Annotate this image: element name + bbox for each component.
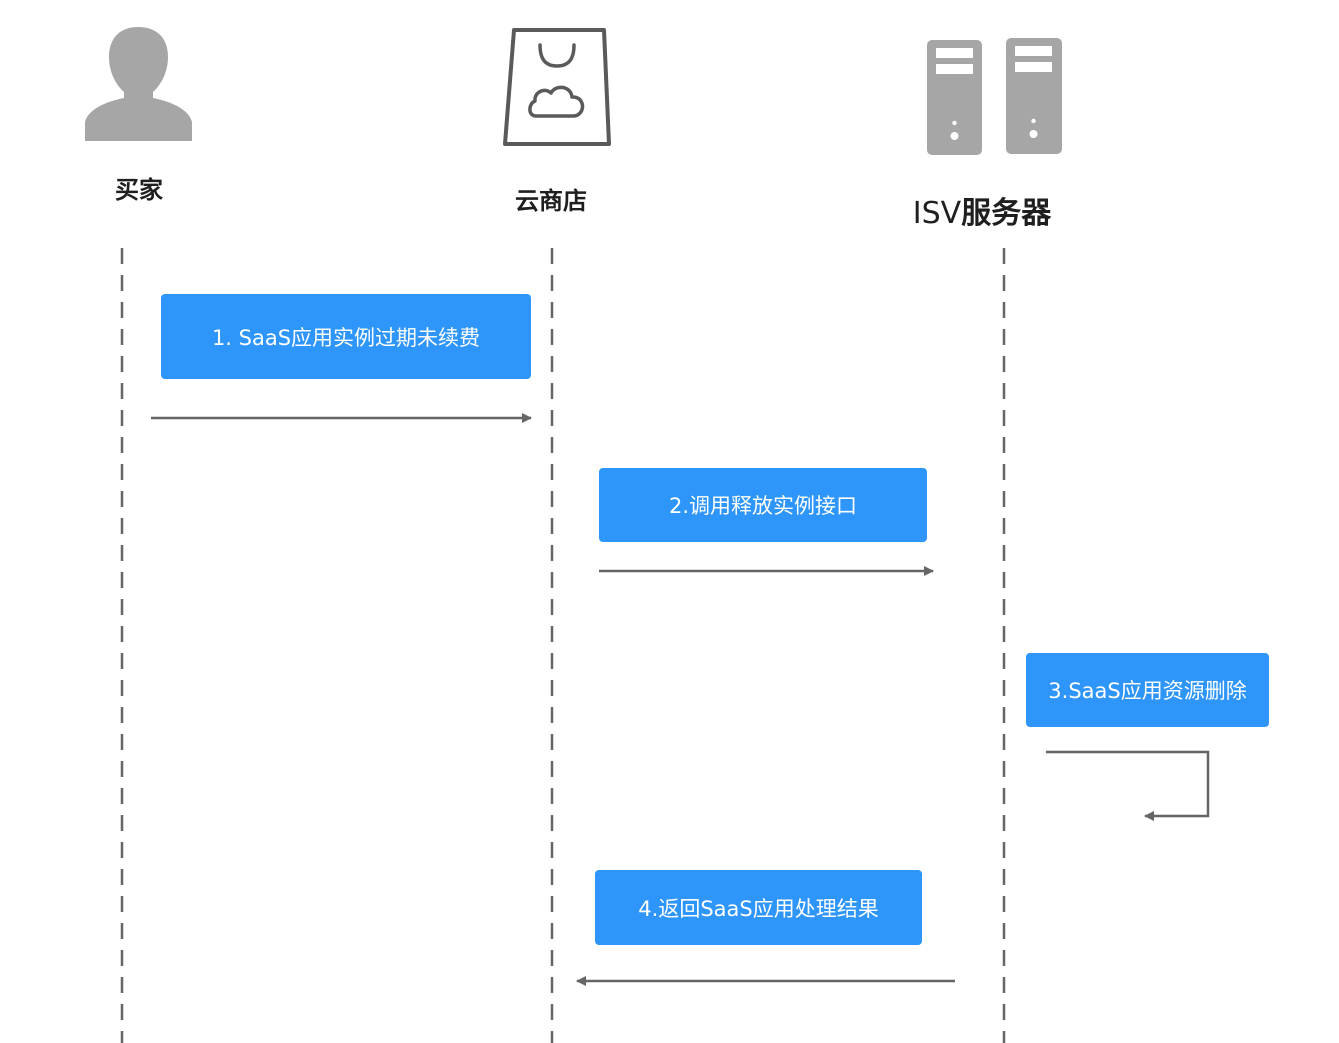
step-3-box: 3.SaaS应用资源删除 xyxy=(1026,653,1269,727)
person-icon xyxy=(85,27,192,141)
step-3-label: 3.SaaS应用资源删除 xyxy=(1048,679,1247,703)
step-2-label: 2.调用释放实例接口 xyxy=(668,494,858,518)
actor-buyer-label: 买家 xyxy=(115,176,163,204)
arrow-step-3 xyxy=(1046,750,1210,821)
step-2-box: 2.调用释放实例接口 xyxy=(599,468,927,542)
step-1-box: 1. SaaS应用实例过期未续费 xyxy=(161,294,531,379)
actor-isv-label: ISV服务器 xyxy=(913,188,1051,232)
actor-isv-label-prefix: ISV xyxy=(912,196,962,231)
step-4-box: 4.返回SaaS应用处理结果 xyxy=(595,870,922,945)
actor-store-label: 云商店 xyxy=(515,187,587,215)
actor-isv-label-suffix: 服务器 xyxy=(961,196,1052,231)
step-1-label: 1. SaaS应用实例过期未续费 xyxy=(211,325,481,350)
step-4-label: 4.返回SaaS应用处理结果 xyxy=(638,896,879,921)
servers-icon xyxy=(927,38,1062,155)
shopping-bag-cloud-icon xyxy=(503,28,611,146)
